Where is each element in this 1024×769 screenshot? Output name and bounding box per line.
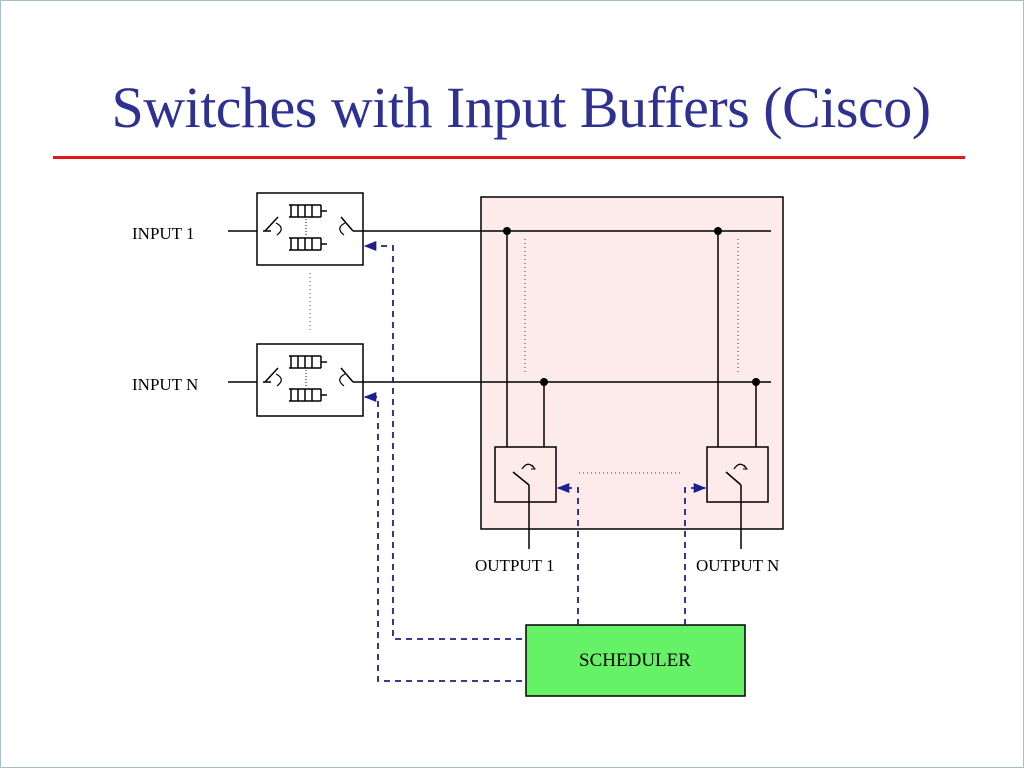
title-underline [53,156,965,159]
scheduler-label: SCHEDULER [579,650,691,671]
crosspoint-dot-icon [540,378,548,386]
input-n-label: INPUT N [132,375,198,394]
output-n-switch [706,446,769,549]
control-lines [363,240,707,682]
switch-icon [512,471,530,486]
output-switch-icon [339,216,363,236]
slide-title: Switches with Input Buffers (Cisco) [111,75,931,140]
output-switch-icon [339,367,363,387]
scheduler-block [525,624,746,697]
input-switch-icon [263,216,282,236]
output-1-label: OUTPUT 1 [475,556,555,575]
crosspoint-dot-icon [714,227,722,235]
switch-icon [725,471,742,486]
input-1-label: INPUT 1 [132,224,195,243]
output-1-switch [494,446,557,549]
crosspoint-dot-icon [752,378,760,386]
input-1-buffer-block [228,192,364,266]
input-switch-icon [263,367,282,387]
input-n-buffer-block [228,343,364,417]
control-line-output-1 [556,482,579,625]
control-line-output-n [684,482,707,625]
crosspoint-dot-icon [503,227,511,235]
output-n-label: OUTPUT N [696,556,779,575]
control-line-input-n [363,391,522,682]
